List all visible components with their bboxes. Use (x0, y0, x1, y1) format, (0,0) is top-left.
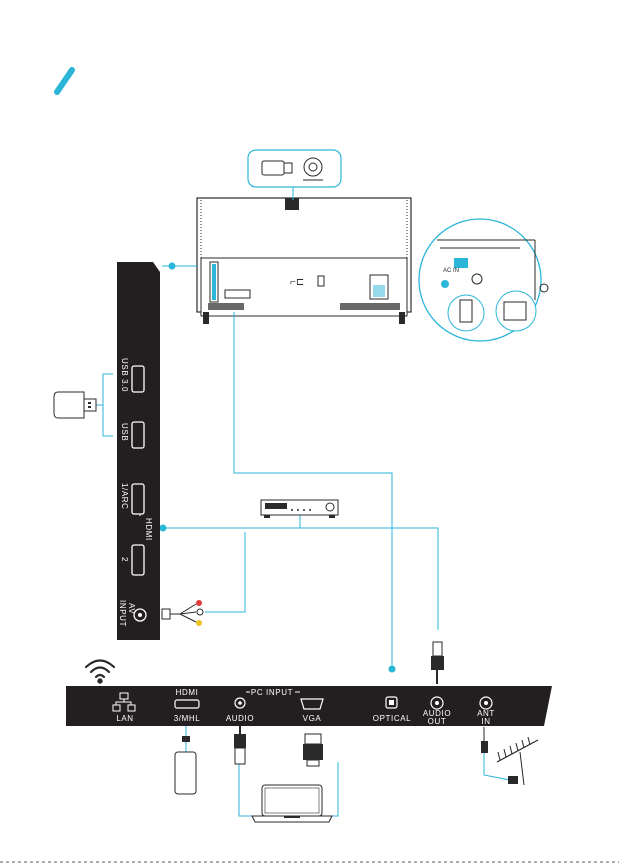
hdmi2-label: 2 (120, 557, 129, 562)
hdmi1-label: 1/ARC (120, 483, 129, 510)
vga-plug-icon (303, 734, 323, 766)
cables (160, 263, 510, 816)
audio-jack-icon (234, 726, 246, 764)
lan-label: LAN (116, 714, 133, 723)
av-receiver-icon (261, 500, 338, 518)
bottom-connector-panel: LAN HDMI 3/MHL PC INPUT AUDIO VGA OPTICA… (66, 686, 552, 726)
audio-plug-icon (431, 642, 444, 684)
laptop-icon (252, 785, 332, 822)
svg-text:⌐⊏: ⌐⊏ (290, 277, 304, 288)
rca-cable-icon (162, 600, 203, 626)
usb-stick-icon (54, 374, 113, 436)
power-inset: AC IN (419, 219, 548, 341)
ant-in-label-line2: IN (481, 717, 490, 726)
optical-label: OPTICAL (373, 714, 411, 723)
audio-out-label-line2: OUT (428, 717, 447, 726)
accent-pencil-icon (57, 70, 72, 92)
vga-label: VGA (303, 714, 322, 723)
hdmi-group-label: HDMI (144, 518, 153, 541)
av-input-label-line1: AV (127, 603, 136, 614)
pc-input-label: PC INPUT (251, 688, 293, 697)
pc-audio-label: AUDIO (226, 714, 254, 723)
wifi-icon (86, 661, 114, 683)
ac-in-label: AC IN (443, 268, 459, 274)
camera-callout (248, 150, 341, 200)
tv-back-view: ⌐⊏ (197, 198, 411, 324)
hdmi3-bottom-label: 3/MHL (174, 714, 201, 723)
av-input-label-line2: INPUT (118, 600, 127, 627)
hdmi3-top-label: HDMI (176, 688, 199, 697)
side-connector-panel: USB 3.0 USB 1/ARC HDMI 2 AV INPUT (117, 262, 160, 640)
webcam-icon (304, 158, 322, 176)
usb-label: USB (120, 423, 129, 441)
phone-icon (175, 726, 196, 794)
usb3-label: USB 3.0 (120, 358, 129, 392)
